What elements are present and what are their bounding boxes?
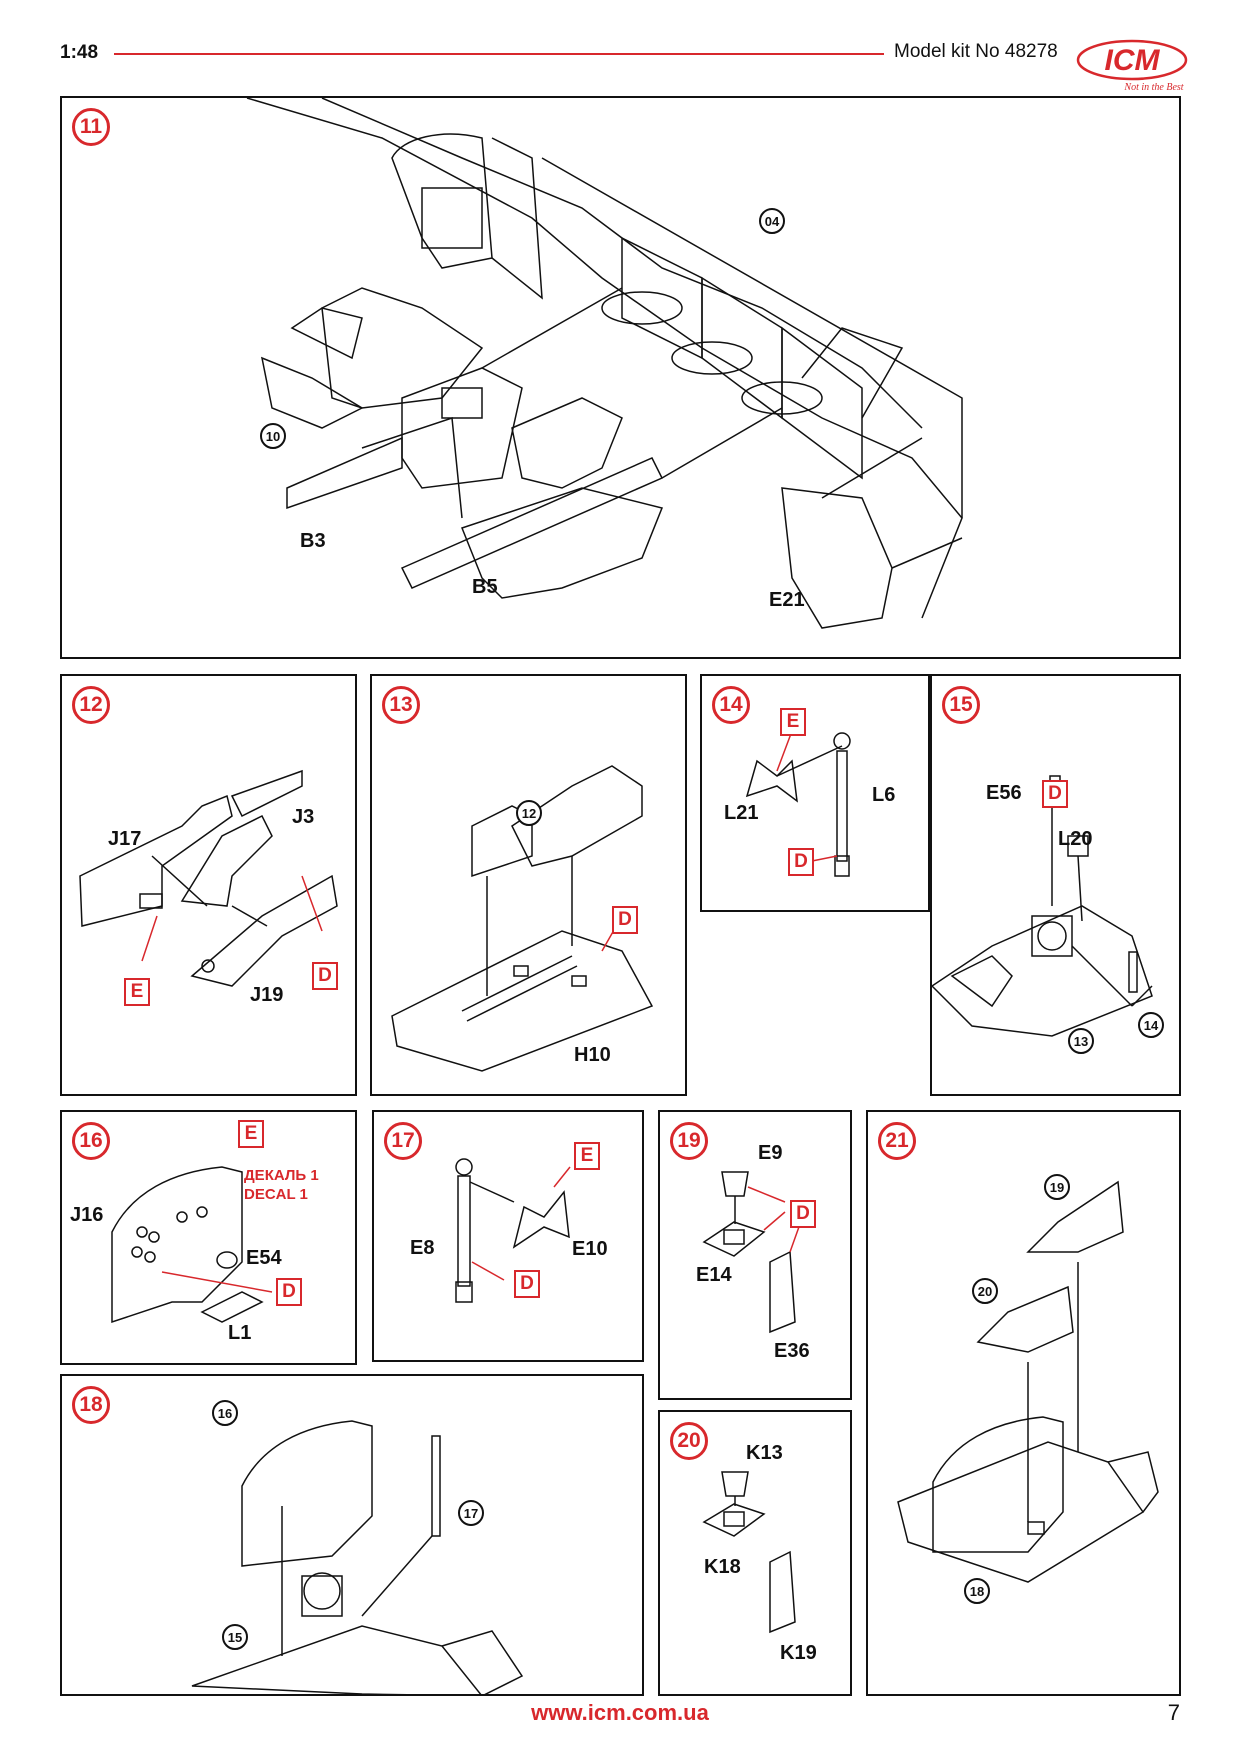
step-21-drawing: [897, 1180, 1159, 1583]
paint-e-box: E: [238, 1120, 264, 1148]
part-j17: J17: [108, 828, 142, 850]
step-19-number: 19: [670, 1122, 708, 1160]
ref-04: 04: [759, 208, 785, 234]
step-12-drawing: [79, 769, 338, 987]
logo-tagline: Not in the Best: [1123, 82, 1183, 93]
step-14-panel: 14 E L6 L21 D: [700, 674, 930, 912]
paint-d-box: D: [788, 848, 814, 876]
ref-17: 17: [458, 1500, 484, 1526]
paint-e-box: E: [124, 978, 150, 1006]
ref-14: 14: [1138, 1012, 1164, 1038]
part-k13: K13: [746, 1442, 783, 1464]
step-13-number: 13: [382, 686, 420, 724]
step-18-number: 18: [72, 1386, 110, 1424]
paint-d-box: D: [312, 962, 338, 990]
header-rule: [114, 53, 884, 55]
part-h10: H10: [574, 1044, 611, 1066]
footer-url[interactable]: www.icm.com.ua: [531, 1700, 709, 1725]
step-15-panel: 15 E56 D L20 13 14: [930, 674, 1181, 1096]
step-12-panel: 12 J17 J3 J19 D E: [60, 674, 357, 1096]
part-e14: E14: [696, 1264, 732, 1286]
step-17-panel: 17 E E8 E10 D: [372, 1110, 644, 1362]
step-19-drawing: [702, 1171, 801, 1334]
part-l20: L20: [1058, 828, 1093, 850]
part-l6: L6: [872, 784, 896, 806]
scale-label: 1:48: [60, 42, 99, 63]
part-e54: E54: [246, 1247, 282, 1269]
ref-10: 10: [260, 423, 286, 449]
step-18-panel: 18 16 17 15: [60, 1374, 644, 1696]
kit-number: Model kit No 48278: [894, 41, 1058, 62]
step-14-drawing: [745, 730, 851, 877]
paint-e-box: E: [574, 1142, 600, 1170]
paint-d-box: D: [790, 1200, 816, 1228]
step-16-drawing: [111, 1166, 273, 1324]
step-20-panel: 20 K13 K18 K19: [658, 1410, 852, 1696]
page-number: 7: [1167, 1700, 1180, 1725]
part-k18: K18: [704, 1556, 741, 1578]
part-e8: E8: [410, 1237, 435, 1259]
ref-20: 20: [972, 1278, 998, 1304]
step-11-panel: 11 04 10 B3 B5 E21: [60, 96, 1181, 659]
step-14-number: 14: [712, 686, 750, 724]
ref-13: 13: [1068, 1028, 1094, 1054]
part-e56: E56: [986, 782, 1022, 804]
part-b3: B3: [300, 530, 326, 552]
part-e36: E36: [774, 1340, 810, 1362]
step-19-panel: 19 E9 D E14 E36: [658, 1110, 852, 1400]
decal-1-en: DECAL 1: [244, 1186, 308, 1203]
ref-19: 19: [1044, 1174, 1070, 1200]
page-header: 1:48 Model kit No 48278 ICM Not in the B…: [60, 36, 1188, 93]
step-11-number: 11: [72, 108, 110, 146]
step-20-number: 20: [670, 1422, 708, 1460]
part-l21: L21: [724, 802, 759, 824]
paint-e-box: E: [780, 708, 806, 736]
part-k19: K19: [780, 1642, 817, 1664]
paint-d-box: D: [514, 1270, 540, 1298]
step-16-panel: 16 E ДЕКАЛЬ 1 DECAL 1 J16 E54 D L1: [60, 1110, 357, 1365]
part-e21: E21: [769, 589, 805, 611]
part-j19: J19: [250, 984, 284, 1006]
step-16-number: 16: [72, 1122, 110, 1160]
step-13-panel: 13 12 H10 D: [370, 674, 687, 1096]
part-e10: E10: [572, 1238, 608, 1260]
step-17-number: 17: [384, 1122, 422, 1160]
icm-logo: ICM Not in the Best: [1076, 39, 1188, 93]
ref-18: 18: [964, 1578, 990, 1604]
logo-text: ICM: [1105, 44, 1161, 77]
ref-15: 15: [222, 1624, 248, 1650]
part-l1: L1: [228, 1322, 252, 1344]
part-b5: B5: [472, 576, 498, 598]
step-17-drawing: [455, 1158, 571, 1303]
paint-d-box: D: [276, 1278, 302, 1306]
ref-12: 12: [516, 800, 542, 826]
fuselage-assembly-drawing: [246, 98, 963, 629]
step-12-number: 12: [72, 686, 110, 724]
step-21-number: 21: [878, 1122, 916, 1160]
part-j3: J3: [292, 806, 315, 828]
paint-d-box: D: [1042, 780, 1068, 808]
decal-1-ru: ДЕКАЛЬ 1: [244, 1167, 319, 1184]
ref-16: 16: [212, 1400, 238, 1426]
step-13-drawing: [391, 765, 654, 1072]
part-e9: E9: [758, 1142, 783, 1164]
step-20-drawing: [702, 1471, 796, 1634]
step-21-panel: 21 19 20 18: [866, 1110, 1181, 1696]
step-18-drawing: [191, 1420, 524, 1694]
paint-d-box: D: [612, 906, 638, 934]
part-j16: J16: [70, 1204, 104, 1226]
step-15-number: 15: [942, 686, 980, 724]
